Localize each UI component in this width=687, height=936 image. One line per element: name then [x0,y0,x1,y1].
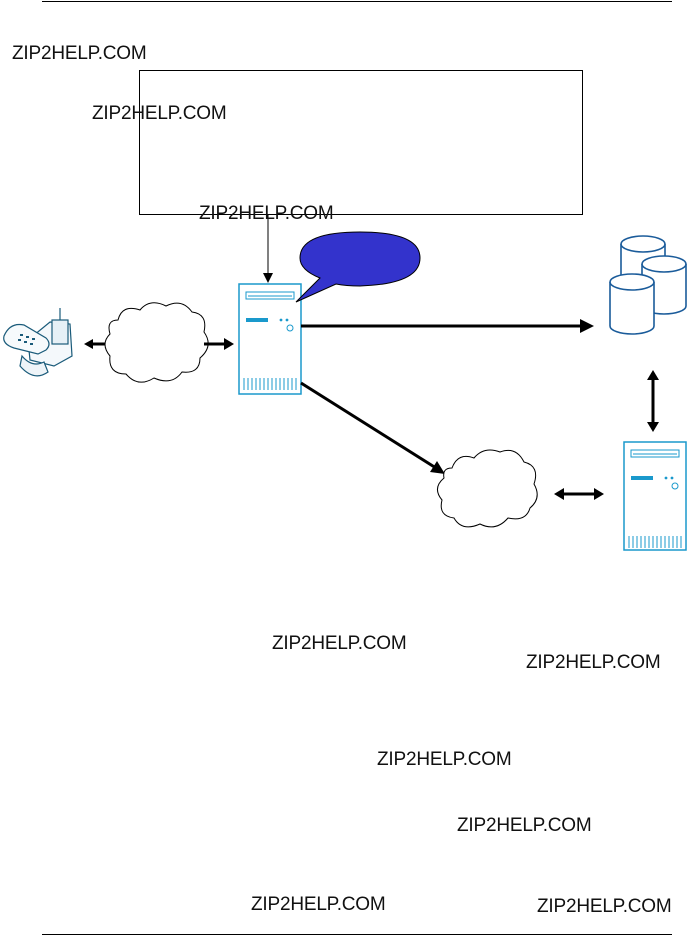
caption-box [139,70,583,215]
speech-bubble [295,231,421,303]
database-icon [609,235,687,335]
watermark-text: ZIP2HELP.COM [12,43,147,64]
telephone-icon [3,308,73,377]
server-cloud-arrow [300,381,437,470]
watermark-text: ZIP2HELP.COM [537,896,672,917]
network-cloud-icon [104,302,209,383]
server-icon [238,283,302,395]
bottom-rule [42,934,672,935]
watermark-text: ZIP2HELP.COM [457,815,592,836]
watermark-text: ZIP2HELP.COM [272,633,407,654]
top-rule [42,1,672,2]
watermark-text: ZIP2HELP.COM [251,894,386,915]
watermark-text: ZIP2HELP.COM [526,652,661,673]
watermark-text: ZIP2HELP.COM [92,103,227,124]
watermark-text: ZIP2HELP.COM [377,749,512,770]
watermark-text: ZIP2HELP.COM [199,203,334,224]
network-cloud-icon [437,449,538,528]
server-icon [623,441,687,551]
